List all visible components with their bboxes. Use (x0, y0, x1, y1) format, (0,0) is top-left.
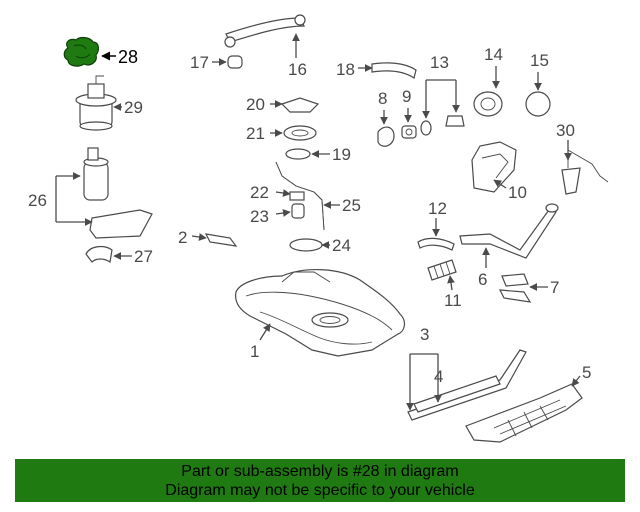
callout-24: 24 (332, 236, 351, 255)
info-banner: Part or sub-assembly is #28 in diagram D… (15, 459, 625, 502)
callout-23: 23 (250, 207, 269, 226)
callout-25: 25 (342, 196, 361, 215)
callout-21: 21 (246, 124, 265, 143)
callout-9: 9 (402, 87, 411, 106)
part-30: 30 (556, 121, 609, 195)
callout-15: 15 (530, 51, 549, 70)
part-28-highlighted[interactable]: 28 (63, 36, 138, 67)
callout-6: 6 (478, 270, 487, 289)
callout-3: 3 (420, 325, 429, 344)
callout-11: 11 (444, 291, 462, 310)
part-29: 29 (75, 75, 143, 131)
part-13: 13 (420, 53, 465, 136)
callout-5: 5 (582, 363, 591, 382)
callout-20: 20 (246, 95, 265, 114)
callout-28: 28 (118, 47, 138, 67)
part-10: 10 (471, 141, 527, 202)
callout-27: 27 (134, 247, 153, 266)
part-24: 24 (289, 236, 351, 255)
part-9: 9 (401, 87, 417, 139)
callout-18: 18 (336, 60, 355, 79)
part-26: 26 (28, 147, 153, 239)
callout-30: 30 (556, 121, 575, 140)
part-11: 11 (427, 259, 462, 310)
part-8: 8 (377, 89, 395, 147)
part-7: 7 (498, 273, 559, 303)
callout-13: 13 (430, 53, 449, 72)
part-6: 6 (459, 203, 559, 289)
callout-12: 12 (428, 199, 447, 218)
callout-7: 7 (550, 278, 559, 297)
part-19: 19 (285, 145, 351, 164)
callout-4: 4 (434, 367, 443, 386)
part-27: 27 (85, 245, 153, 266)
callout-8: 8 (378, 89, 387, 108)
callout-2: 2 (178, 228, 187, 247)
callout-22: 22 (250, 183, 269, 202)
part-2: 2 (178, 228, 238, 247)
part-20: 20 (246, 95, 320, 114)
part-22-23-25: 22 23 25 (250, 161, 361, 231)
callout-19: 19 (332, 145, 351, 164)
banner-line-2: Diagram may not be specific to your vehi… (165, 482, 475, 499)
part-15: 15 (525, 51, 551, 117)
part-21: 21 (246, 124, 317, 143)
part-16-17: 16 17 (190, 14, 307, 79)
part-18: 18 (336, 60, 417, 79)
callout-29: 29 (124, 98, 143, 117)
part-3-4: 3 4 (406, 325, 527, 421)
part-1-fuel-tank: 1 (235, 269, 406, 361)
part-14: 14 (473, 45, 503, 117)
part-5: 5 (465, 363, 591, 443)
callout-26: 26 (28, 191, 47, 210)
banner-line-1: Part or sub-assembly is #28 in diagram (181, 463, 459, 480)
callout-17: 17 (190, 53, 209, 72)
part-12: 12 (417, 199, 455, 251)
callout-10: 10 (508, 183, 527, 202)
callout-14: 14 (484, 45, 503, 64)
callout-1: 1 (250, 342, 259, 361)
callout-16: 16 (288, 60, 307, 79)
